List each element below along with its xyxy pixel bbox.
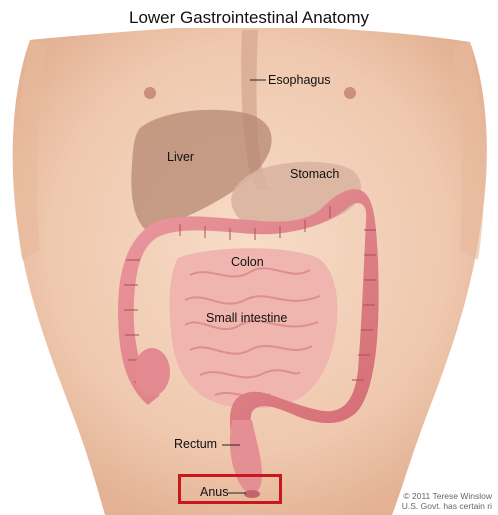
copyright-line-2: U.S. Govt. has certain ri [402,501,492,511]
copyright-line-1: © 2011 Terese Winslow [402,491,492,501]
label-esophagus: Esophagus [268,73,331,87]
label-rectum: Rectum [174,437,217,451]
label-colon: Colon [231,255,264,269]
label-stomach: Stomach [290,167,339,181]
cecum [134,348,170,396]
copyright-notice: © 2011 Terese Winslow U.S. Govt. has cer… [402,491,492,511]
anus-highlight-box [178,474,282,504]
left-nipple [144,87,156,99]
label-liver: Liver [167,150,194,164]
right-nipple [344,87,356,99]
label-small-intestine: Small intestine [206,311,287,325]
